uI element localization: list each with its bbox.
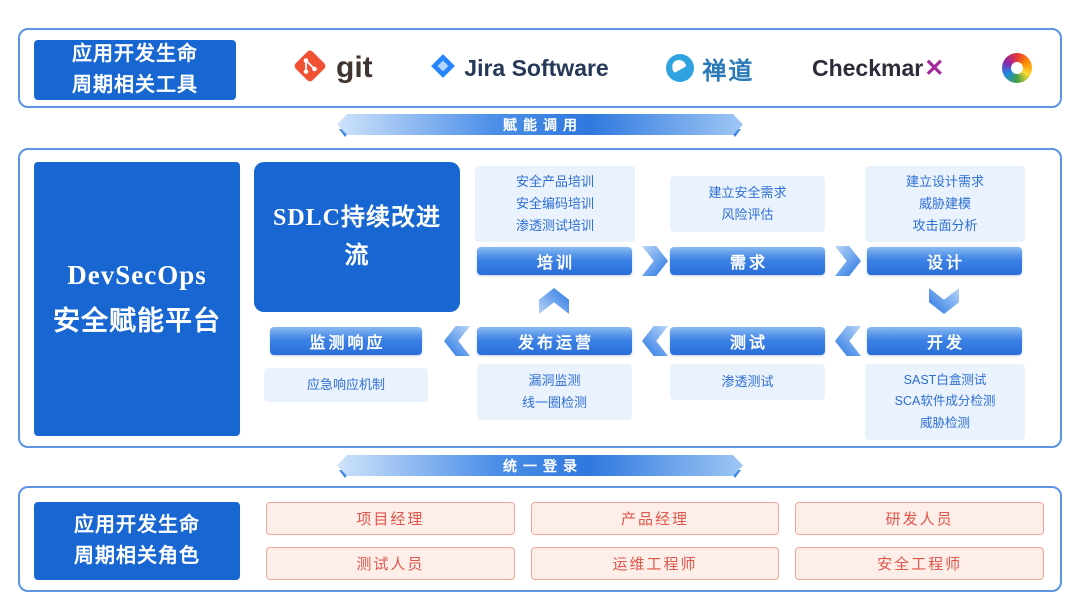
monitor-notes: 应急响应机制 [264,368,428,402]
git-logo-text: git [336,51,373,84]
band-unified-login: 统一登录 [337,455,743,478]
platform-title-line2: 安全赋能平台 [53,306,221,336]
role-product-manager: 产品经理 [530,502,780,535]
requirement-note-1: 建立安全需求 [708,184,787,200]
stage-test: 测试 [670,327,825,355]
jira-logo-text: Jira Software [464,54,609,81]
stage-design: 设计 [867,247,1022,275]
develop-notes: SAST白盒测试 SCA软件成分检测 威胁检测 [865,364,1025,440]
stage-release: 发布运营 [477,327,632,355]
git-logo: git [292,48,373,89]
role-developer: 研发人员 [795,502,1044,535]
stage-test-label: 测试 [729,335,768,352]
roles-grid: 项目经理 产品经理 研发人员 测试人员 运维工程师 安全工程师 [266,502,1044,580]
develop-note-3: 威胁检测 [919,415,970,430]
training-note-2: 安全编码培训 [515,195,594,211]
roles-section-label: 应用开发生命 周期相关角色 [34,502,240,580]
arrow-left-icon [642,326,668,356]
develop-note-1: SAST白盒测试 [903,373,987,388]
stage-monitor: 监测响应 [270,327,422,355]
tools-label-line2: 周期相关工具 [72,74,198,96]
requirement-notes: 建立安全需求 风险评估 [670,176,825,232]
role-project-manager: 项目经理 [266,502,515,535]
role-ops-engineer: 运维工程师 [530,547,780,580]
roles-label-line1: 应用开发生命 [74,514,200,536]
stage-requirement: 需求 [670,247,825,275]
roles-label-line2: 周期相关角色 [74,545,200,567]
git-icon [292,48,328,89]
arrow-left-icon [444,326,470,356]
tools-section: 应用开发生命 周期相关工具 git [18,28,1062,108]
band-arrow-down-right-icon [729,129,741,143]
stage-release-label: 发布运营 [517,335,594,352]
checkmarx-logo: Checkmar ✕ [812,54,944,83]
arrow-down-icon [929,288,959,314]
stage-training: 培训 [477,247,632,275]
platform-section: DevSecOps 安全赋能平台 SDLC持续改进流 安全产品培训 安全编码培训… [18,148,1062,448]
release-note-1: 漏洞监测 [528,372,581,388]
stage-training-label: 培训 [536,255,575,272]
training-notes: 安全产品培训 安全编码培训 渗透测试培训 [475,166,635,242]
band-arrow-down-left-icon [339,470,351,484]
arrow-left-icon [835,326,861,356]
design-note-3: 攻击面分析 [912,218,978,234]
platform-title-box: DevSecOps 安全赋能平台 [34,162,240,436]
test-note-1: 渗透测试 [721,373,774,389]
sdlc-title: SDLC持续改进流 [272,204,442,269]
design-note-1: 建立设计需求 [905,173,984,189]
tools-section-label: 应用开发生命 周期相关工具 [34,40,236,100]
band-arrow-down-left-icon [339,129,351,143]
band-unified-login-label: 统一登录 [503,457,583,474]
zentao-logo-text: 禅道 [702,57,755,85]
checkmarx-x-icon: ✕ [924,54,945,82]
release-notes: 漏洞监测 线一圈检测 [477,364,632,420]
jira-logo: Jira Software [430,53,609,84]
band-unified-login-ribbon: 统一登录 [337,455,743,476]
band-enable-call-ribbon: 赋能调用 [337,114,743,135]
zentao-icon [666,54,695,82]
colorwheel-logo [1001,53,1032,83]
stage-requirement-label: 需求 [729,255,768,272]
sdlc-box: SDLC持续改进流 [254,162,460,312]
stage-monitor-label: 监测响应 [309,335,386,352]
stage-develop: 开发 [867,327,1022,355]
role-tester: 测试人员 [266,547,515,580]
requirement-note-2: 风险评估 [721,207,774,222]
band-enable-call: 赋能调用 [337,114,743,137]
checkmarx-logo-text: Checkmar [811,54,924,81]
test-notes: 渗透测试 [670,364,825,400]
band-enable-call-label: 赋能调用 [503,116,583,133]
monitor-note-1: 应急响应机制 [306,376,385,392]
arrow-right-icon [835,246,861,276]
develop-note-2: SCA软件成分检测 [894,394,996,409]
tool-logos-row: git Jira Software 禅道 Checkmar ✕ [270,30,1060,106]
tools-label-line1: 应用开发生命 [72,43,198,65]
colorwheel-icon [1001,53,1032,83]
zentao-logo: 禅道 [666,51,754,86]
release-note-2: 线一圈检测 [521,395,587,410]
stage-develop-label: 开发 [926,335,965,352]
band-arrow-down-right-icon [729,470,741,484]
arrow-up-icon [539,288,569,314]
jira-icon [430,53,456,84]
training-note-3: 渗透测试培训 [515,218,594,234]
arrow-right-icon [642,246,668,276]
design-notes: 建立设计需求 威胁建模 攻击面分析 [865,166,1025,242]
role-security-engineer: 安全工程师 [795,547,1044,580]
training-note-1: 安全产品培训 [515,173,594,189]
stage-design-label: 设计 [926,255,965,272]
roles-section: 应用开发生命 周期相关角色 项目经理 产品经理 研发人员 测试人员 运维工程师 … [18,486,1062,592]
platform-title-line1: DevSecOps [67,260,207,291]
design-note-2: 威胁建模 [918,195,971,211]
